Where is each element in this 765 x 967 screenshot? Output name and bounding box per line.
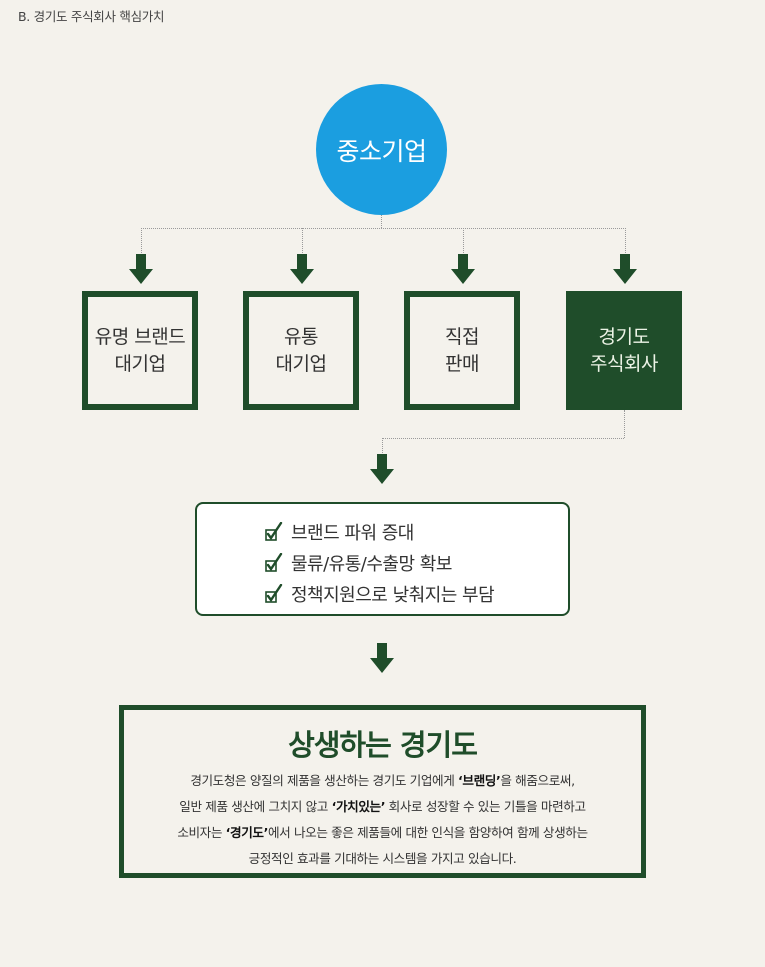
summary-title: 상생하는 경기도 [288, 728, 478, 762]
summary-text: 에서 나오는 좋은 제품들에 대한 인식을 함양하여 함께 상생하는 [268, 825, 588, 840]
checkbox-checked-icon [265, 583, 283, 603]
benefits-panel: 브랜드 파워 증대 물류/유통/수출망 확보 정책지원으로 낮춰지는 부담 [195, 502, 570, 616]
section-caption: B. 경기도 주식회사 핵심가치 [18, 9, 165, 24]
down-arrow-icon [613, 254, 637, 284]
down-arrow-icon [370, 643, 394, 673]
benefit-item: 물류/유통/수출망 확보 [265, 547, 494, 578]
benefit-item: 정책지원으로 낮춰지는 부담 [265, 578, 495, 609]
summary-text: 회사로 성장할 수 있는 기틀을 마련하고 [385, 799, 586, 814]
checkbox-checked-icon [265, 521, 283, 541]
connector-line [382, 438, 383, 455]
benefit-text: 물류/유통/수출망 확보 [291, 553, 452, 575]
down-arrow-icon [451, 254, 475, 284]
summary-text: 일반 제품 생산에 그치지 않고 [179, 799, 332, 814]
summary-body: 경기도청은 양질의 제품을 생산하는 경기도 기업에게 ‘브랜딩’을 해줌으로써… [124, 768, 641, 872]
summary-text: 경기도청은 양질의 제품을 생산하는 경기도 기업에게 [190, 773, 459, 788]
connector-line [141, 228, 142, 255]
summary-text: 소비자는 [177, 825, 226, 840]
connector-line [141, 228, 626, 229]
connector-line [382, 438, 624, 439]
down-arrow-icon [129, 254, 153, 284]
benefits-list: 브랜드 파워 증대 물류/유통/수출망 확보 정책지원으로 낮춰지는 부담 [265, 516, 495, 609]
channel-label-line2: 대기업 [275, 352, 327, 375]
connector-line [463, 228, 464, 255]
channel-label-line2: 판매 [445, 352, 479, 375]
connector-line [302, 228, 303, 255]
channel-label-line1: 유통 [284, 325, 318, 348]
channel-label-line2: 대기업 [114, 352, 166, 375]
connector-line [381, 215, 382, 228]
summary-emphasis: ‘가치있는’ [331, 799, 386, 814]
benefit-item: 브랜드 파워 증대 [265, 516, 494, 547]
summary-text: 긍정적인 효과를 기대하는 시스템을 가지고 있습니다. [248, 851, 517, 866]
checkbox-checked-icon [265, 552, 283, 572]
source-node-sme: 중소기업 [316, 84, 447, 215]
channel-label-line2: 주식회사 [590, 352, 658, 375]
channel-label-line1: 경기도 [598, 325, 650, 348]
channel-label-line1: 유명 브랜드 [94, 325, 186, 348]
down-arrow-icon [370, 454, 394, 484]
summary-emphasis: ‘경기도’ [225, 825, 269, 840]
down-arrow-icon [290, 254, 314, 284]
connector-line [625, 228, 626, 255]
connector-line [624, 410, 625, 438]
benefit-text: 브랜드 파워 증대 [291, 522, 414, 544]
summary-emphasis: ‘브랜딩’ [458, 773, 501, 788]
source-node-label: 중소기업 [336, 136, 427, 166]
summary-text: 을 해줌으로써, [500, 773, 575, 788]
channel-label-line1: 직접 [445, 325, 479, 348]
benefit-text: 정책지원으로 낮춰지는 부담 [291, 584, 495, 606]
summary-box: 상생하는 경기도 경기도청은 양질의 제품을 생산하는 경기도 기업에게 ‘브랜… [119, 705, 646, 878]
